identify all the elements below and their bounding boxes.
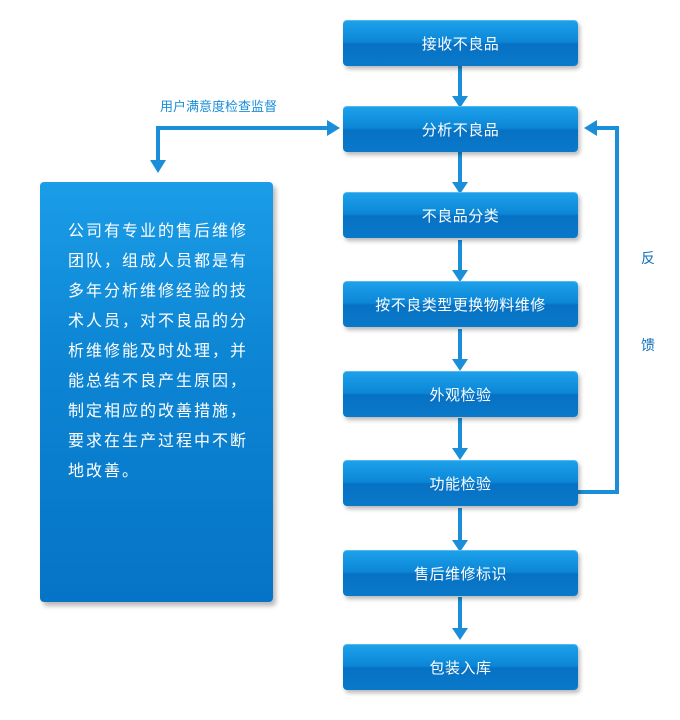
- step-pack-store: 包装入库: [343, 644, 578, 690]
- feedback-label-char-2: 馈: [641, 338, 655, 354]
- step-receive-defective: 接收不良品: [343, 20, 578, 66]
- supervision-arrow: [150, 120, 340, 173]
- feedback-loop: [578, 120, 619, 494]
- step-analyze-defective: 分析不良品: [343, 106, 578, 152]
- step-appearance-check: 外观检验: [343, 371, 578, 417]
- step-function-check: 功能检验: [343, 460, 578, 506]
- description-text: 公司有专业的售后维修团队，组成人员都是有多年分析维修经验的技术人员，对不良品的分…: [68, 221, 249, 480]
- down-arrows: [452, 66, 468, 640]
- supervision-label: 用户满意度检查监督: [160, 100, 278, 115]
- description-panel: 公司有专业的售后维修团队，组成人员都是有多年分析维修经验的技术人员，对不良品的分…: [40, 182, 273, 602]
- step-repair-replace: 按不良类型更换物料维修: [343, 281, 578, 327]
- step-service-label: 售后维修标识: [343, 550, 578, 596]
- step-classify-defective: 不良品分类: [343, 192, 578, 238]
- feedback-label-char-1: 反: [641, 251, 655, 267]
